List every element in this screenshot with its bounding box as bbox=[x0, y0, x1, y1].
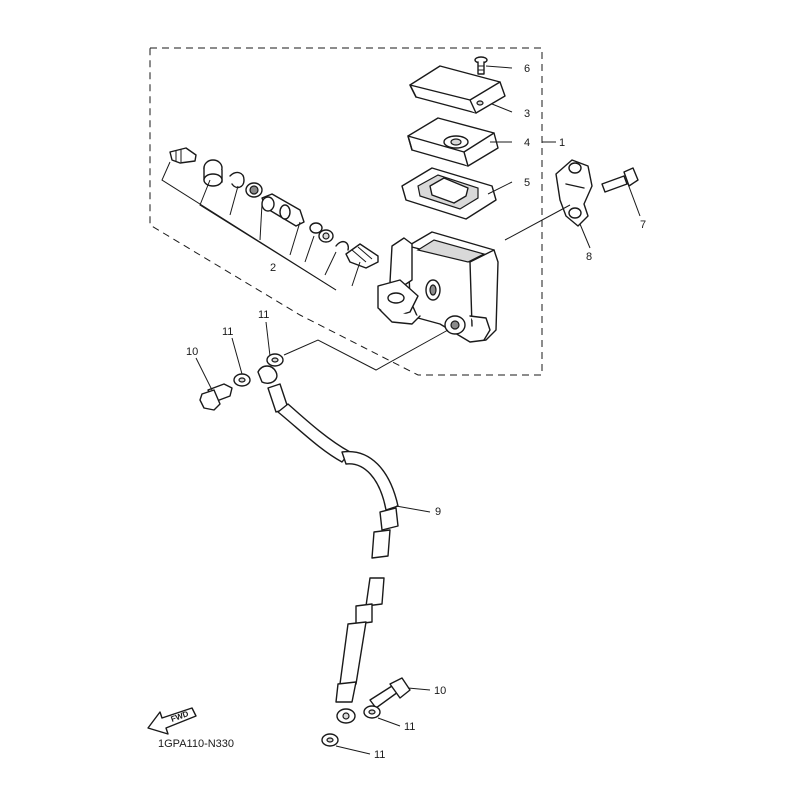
part-3-reservoir-cap bbox=[409, 65, 506, 114]
callout-10-lower: 10 bbox=[434, 685, 446, 697]
callout-4: 4 bbox=[524, 137, 530, 149]
callout-11-lower-b: 11 bbox=[374, 749, 385, 761]
callout-5: 5 bbox=[524, 177, 530, 189]
callout-7: 7 bbox=[640, 219, 646, 231]
fwd-arrow-icon: FWD bbox=[147, 707, 197, 735]
part-8-holder bbox=[555, 159, 593, 227]
part-11-washers-lower bbox=[321, 705, 381, 747]
callout-9: 9 bbox=[435, 506, 441, 518]
part-6-screw bbox=[474, 56, 488, 75]
callout-11-upper-b: 11 bbox=[258, 309, 269, 321]
callout-11-lower-a: 11 bbox=[404, 721, 415, 733]
callout-2: 2 bbox=[270, 262, 276, 274]
part-10-union-bolt-lower bbox=[369, 677, 411, 709]
part-2-piston-kit bbox=[169, 147, 379, 269]
part-5-diaphragm bbox=[401, 167, 497, 220]
assembly-boundary bbox=[149, 47, 543, 376]
leader-lines bbox=[161, 65, 641, 755]
diagram-code: 1GPA110-N330 bbox=[158, 738, 234, 750]
part-9-brake-hose bbox=[257, 365, 399, 724]
part-10-union-bolt-upper bbox=[199, 383, 233, 411]
part-4-diaphragm-plate bbox=[407, 117, 499, 167]
part-7-bolt bbox=[601, 167, 639, 193]
part-11-washers-upper bbox=[233, 353, 284, 387]
part-1-master-cylinder-body bbox=[377, 231, 499, 343]
callout-11-upper-a: 11 bbox=[222, 326, 233, 338]
callout-8: 8 bbox=[586, 251, 592, 263]
callout-10-upper: 10 bbox=[186, 346, 198, 358]
callout-6: 6 bbox=[524, 63, 530, 75]
callout-1: 1 bbox=[559, 137, 565, 149]
callout-3: 3 bbox=[524, 108, 530, 120]
